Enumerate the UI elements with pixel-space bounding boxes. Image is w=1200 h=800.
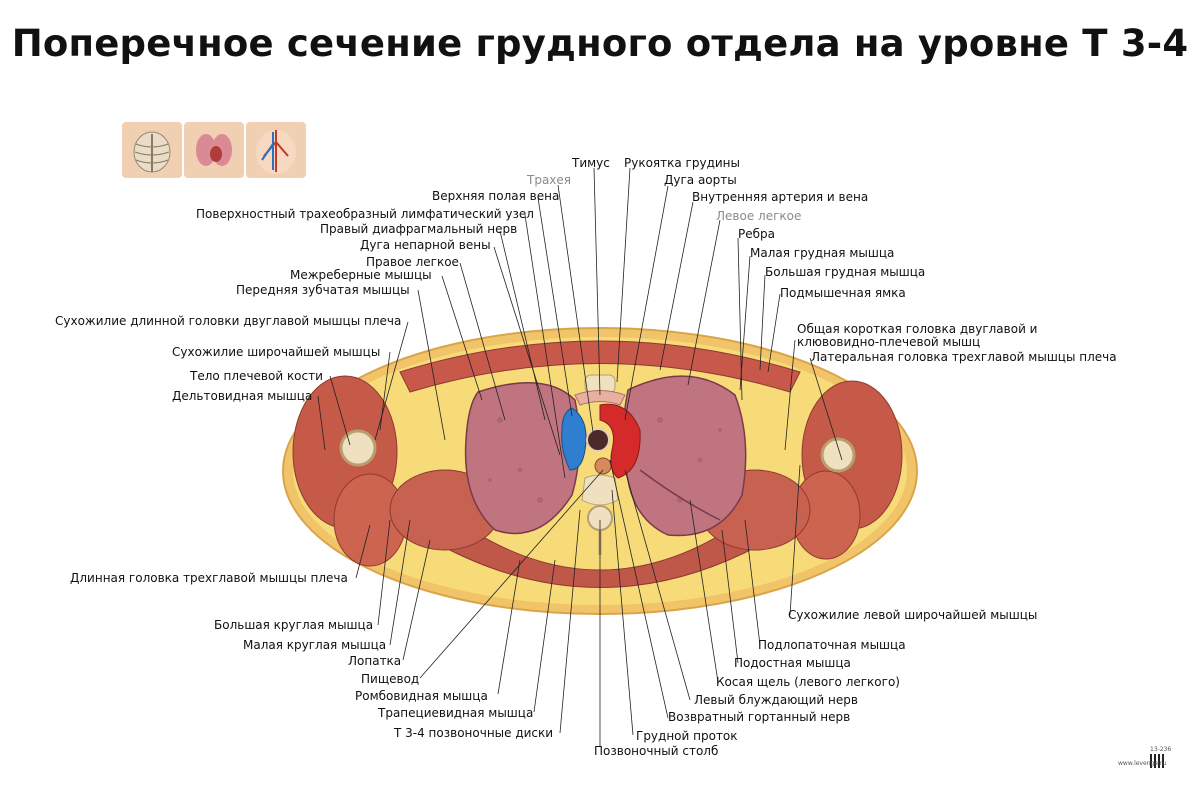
label-left-lung: Левое легкое (716, 209, 801, 223)
right-humerus (341, 431, 375, 465)
label-teres-major: Большая круглая мышца (214, 618, 373, 632)
label-thymus: Тимус (572, 156, 610, 170)
label-trachea: Трахея (527, 173, 571, 187)
label-svc: Верхняя полая вена (432, 189, 559, 203)
label-triceps-long: Длинная головка трехглавой мышцы плеча (70, 571, 348, 585)
label-rhomboid: Ромбовидная мышца (355, 689, 488, 703)
label-internal-artery: Внутренняя артерия и вена (692, 190, 868, 204)
label-ribs: Ребра (738, 227, 775, 241)
label-triceps-lateral: Латеральная головка трехглавой мышцы пле… (811, 350, 1117, 364)
label-pectoralis-minor: Малая грудная мышца (750, 246, 894, 260)
label-biceps-short: Общая короткая головка двуглавой и (797, 322, 1037, 336)
label-teres-minor: Малая круглая мышца (243, 638, 386, 652)
label-azygos: Дуга непарной вены (360, 238, 491, 252)
trachea (587, 429, 609, 451)
label-trapezius: Трапециевидная мышца (378, 706, 533, 720)
label-lymph-node: Поверхностный трахеобразный лимфатически… (196, 207, 534, 221)
label-deltoid: Дельтовидная мышца (172, 389, 312, 403)
label-aortic-arch: Дуга аорты (664, 173, 737, 187)
label-esophagus: Пищевод (361, 672, 419, 686)
label-phrenic-nerve: Правый диафрагмальный нерв (320, 222, 517, 236)
label-right-lung: Правое легкое (366, 255, 459, 269)
label-humerus: Тело плечевой кости (190, 369, 323, 383)
product-code: 13-236 (1150, 746, 1171, 753)
label-vagus: Левый блуждающий нерв (694, 693, 858, 707)
label-left-latissimus: Сухожилие левой широчайшей мышцы (788, 608, 1037, 622)
website-url: www.levenga.ru (1118, 760, 1166, 767)
label-spine: Позвоночный столб (594, 744, 718, 758)
label-biceps-long-tendon: Сухожилие длинной головки двуглавой мышц… (55, 314, 401, 328)
label-intercostal: Межреберные мышцы (290, 268, 432, 282)
label-discs: Т 3-4 позвоночные диски (394, 726, 553, 740)
label-recurrent-nerve: Возвратный гортанный нерв (668, 710, 850, 724)
label-subscapularis: Подлопаточная мышца (758, 638, 906, 652)
label-manubrium: Рукоятка грудины (624, 156, 740, 170)
label-serratus: Передняя зубчатая мышцы (236, 283, 410, 297)
esophagus (595, 458, 611, 474)
label-thoracic-duct: Грудной проток (636, 729, 738, 743)
label-coracobrachialis: клювовидно-плечевой мышц (797, 335, 980, 349)
label-latissimus-tendon: Сухожилие широчайшей мышцы (172, 345, 380, 359)
label-scapula: Лопатка (348, 654, 401, 668)
label-axilla: Подмышечная ямка (780, 286, 906, 300)
left-humerus (822, 439, 854, 471)
label-pectoralis-major: Большая грудная мышца (765, 265, 925, 279)
left-lung (623, 376, 746, 535)
label-infraspinatus: Подостная мышца (734, 656, 851, 670)
label-oblique-fissure: Косая щель (левого легкого) (716, 675, 900, 689)
